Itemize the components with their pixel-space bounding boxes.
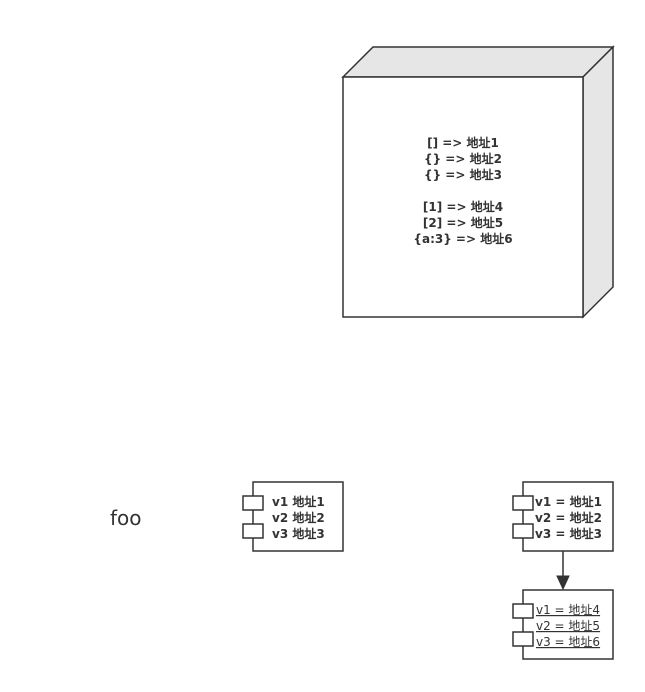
heap-line: [2] => 地址5 <box>423 215 503 230</box>
component-right-bottom[interactable]: v1 = 地址4 v2 = 地址5 v3 = 地址6 <box>512 589 614 660</box>
component-line: v3 = 地址6 <box>536 635 600 649</box>
component-port-top <box>512 603 534 619</box>
heap-cube[interactable]: [] => 地址1 {} => 地址2 {} => 地址3 [1] => 地址4… <box>341 45 615 319</box>
cube-front-face <box>342 76 584 318</box>
component-right-top[interactable]: v1 = 地址1 v2 = 地址2 v3 = 地址3 <box>512 481 614 552</box>
component-port-top <box>242 495 264 511</box>
component-body <box>252 481 344 552</box>
component-body <box>522 481 614 552</box>
component-port-bottom <box>512 523 534 539</box>
arrow-head <box>556 575 570 591</box>
component-line: v2 = 地址5 <box>536 619 600 633</box>
arrow-connector[interactable] <box>556 551 570 591</box>
cube-side-face <box>582 45 614 319</box>
component-port-bottom <box>512 631 534 647</box>
component-line: v2 = 地址2 <box>535 510 602 525</box>
component-line: v3 地址3 <box>272 526 325 541</box>
heap-line: {a:3} => 地址6 <box>413 231 512 246</box>
component-body <box>522 589 614 660</box>
heap-line: [] => 地址1 <box>427 135 499 150</box>
component-line: v1 地址1 <box>272 494 325 509</box>
component-line: v1 = 地址1 <box>535 494 602 509</box>
heap-line: [1] => 地址4 <box>423 199 503 214</box>
component-port-bottom <box>242 523 264 539</box>
heap-line: {} => 地址3 <box>424 167 502 182</box>
component-line: v1 = 地址4 <box>536 603 600 617</box>
heap-line: {} => 地址2 <box>424 151 502 166</box>
foo-label: foo <box>110 506 142 530</box>
component-line: v2 地址2 <box>272 510 325 525</box>
component-left[interactable]: v1 地址1 v2 地址2 v3 地址3 <box>242 481 344 552</box>
cube-top-face <box>341 46 615 78</box>
component-port-top <box>512 495 534 511</box>
component-line: v3 = 地址3 <box>535 526 602 541</box>
